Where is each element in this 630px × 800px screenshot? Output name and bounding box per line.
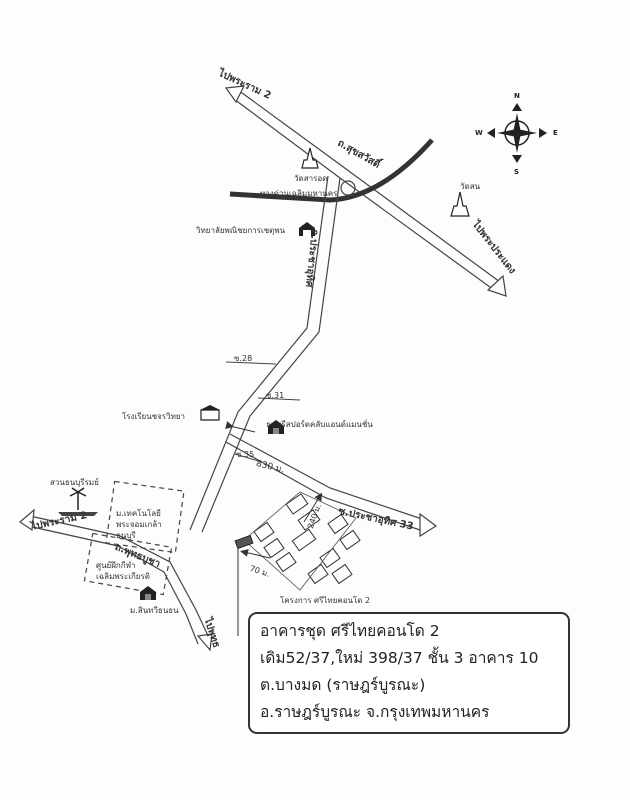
roundabout [340,180,356,196]
building-icon-school [200,405,220,421]
road-arrow-rama2-north [224,85,246,104]
soi-28-line [225,361,277,365]
address-line-1: อาคารชุด ศรีไทยคอนโด 2 [260,622,440,640]
distance-830-arrow [225,421,256,433]
compass-s: S [514,168,520,176]
house-icon-village [140,586,156,600]
road-label-soi-28: ซ.28 [234,354,253,363]
compass-e: E [553,129,558,137]
compass-icon [487,103,547,163]
road-prachaut-33 [225,433,426,531]
kmutt-boundary [105,480,185,554]
road-arrow-rama2-west [19,508,35,532]
road-arrow-phrapradaeng [486,274,507,297]
landmark-project: โครงการ ศรีไทยคอนโด 2 [280,596,371,605]
road-arrow-phuttha [196,633,213,652]
project-target-building [234,534,254,550]
landmark-center: ศูนย์ฝึกกีฬาเฉลิมพระเกียรติ [96,561,150,581]
road-arrow-prachaut-33 [419,512,438,538]
road-label-expressway: ทางด่วนเฉลิมมหานคร [260,189,338,198]
address-box: อาคารชุด ศรีไทยคอนโด 2 เดิม52/37,ใหม่ 39… [248,612,570,734]
address-line-2: เดิม52/37,ใหม่ 398/37 ชั้น 3 อาคาร 10 [260,649,539,667]
project-buildings [253,493,361,585]
distance-70-arrow [240,549,271,559]
distance-240-arrow [303,492,323,523]
road-label-soi-35: ซ.35 [236,450,255,459]
address-line-3: ต.บางมด (ราษฎร์บูรณะ) [260,676,426,694]
landmark-wat-satharot: วัดสารอด [294,174,328,183]
road-prachaut [189,175,341,533]
road-label-soi-31: ซ.31 [266,391,285,400]
temple-icon-son [450,191,470,217]
road-phutthabucha [27,515,211,645]
project-road-lines [243,491,357,591]
landmark-college: วิทยาลัยพณิชยการเชตุพน [196,226,286,235]
compass-w: W [475,129,483,137]
landmark-dhanaburi: ธนบุรีสปอร์ตคลับแอนด์แมนชั่น [266,420,373,429]
temple-icon-satharot [301,147,319,169]
landmark-wat-son: วัดสน [460,182,481,191]
park-icon [58,487,98,516]
expressway-line [229,138,434,203]
address-line-4: อ.ราษฎร์บูรณะ จ.กรุงเทพมหานคร [260,703,490,721]
soi-35-line [234,453,263,463]
compass-n: N [514,92,520,100]
center-boundary [83,532,173,596]
landmark-park: สวนธนบุรีรมย์ [50,478,99,487]
building-icon-college [299,222,315,236]
landmark-village: ม.สินทวีธนธน [130,606,179,615]
soi-31-line [257,397,301,401]
house-icon-dhanaburi [268,420,284,434]
landmark-kmutt: ม.เทคโนโลยีพระจอมเกล้าธนบุรี [116,509,162,540]
landmark-school: โรงเรียนชจรวิทยา [122,412,186,421]
